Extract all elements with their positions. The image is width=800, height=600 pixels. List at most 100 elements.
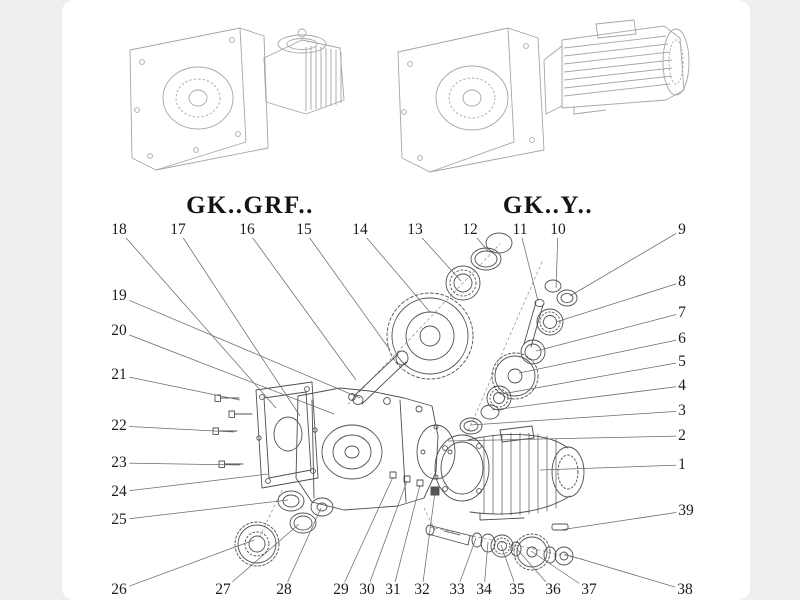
- input-adapter-outline: [263, 39, 345, 115]
- leader-line-39: [559, 510, 687, 531]
- motor-foot: [573, 106, 607, 115]
- variant-label-gk-y: GK..Y..: [502, 192, 594, 219]
- callout-4: 4: [676, 376, 688, 395]
- leader-line-1: [539, 464, 683, 471]
- callout-8: 8: [676, 272, 688, 291]
- callout-18: 18: [109, 220, 129, 239]
- callout-1: 1: [676, 455, 688, 474]
- motor-fins: [563, 35, 673, 97]
- leader-line-18: [118, 229, 277, 409]
- callout-16: 16: [237, 220, 257, 239]
- motor-mount-fasteners: [389, 471, 440, 496]
- leader-line-26: [118, 539, 255, 591]
- input-flange-plate: [255, 381, 319, 489]
- callout-2: 2: [676, 426, 688, 445]
- leader-line-14: [359, 229, 431, 313]
- bevel-pinion-set: [459, 279, 578, 435]
- leader-line-5: [501, 361, 683, 395]
- output-bore-inner: [175, 78, 221, 118]
- callout-35: 35: [507, 580, 527, 599]
- callout-19: 19: [109, 286, 129, 305]
- motor-fins: [483, 432, 557, 516]
- leader-line-30: [366, 480, 408, 591]
- fan-cover: [662, 28, 690, 96]
- leader-line-23: [118, 462, 241, 466]
- callout-27: 27: [213, 580, 233, 599]
- callout-34: 34: [474, 580, 494, 599]
- illustration-gk-grf: [129, 27, 345, 171]
- gearbox-body-edge: [155, 27, 247, 171]
- leader-line-33: [456, 537, 477, 591]
- leader-line-2: [447, 435, 683, 442]
- leader-line-22: [118, 425, 235, 433]
- callout-21: 21: [109, 365, 129, 384]
- callout-5: 5: [676, 352, 688, 371]
- callout-32: 32: [412, 580, 432, 599]
- output-bore: [435, 65, 509, 131]
- leader-line-8: [555, 281, 683, 323]
- housing-bolt-holes: [134, 37, 241, 159]
- callout-38: 38: [675, 580, 695, 599]
- callout-17: 17: [168, 220, 188, 239]
- leader-line-16: [246, 229, 357, 381]
- leader-line-29: [340, 476, 394, 591]
- callout-25: 25: [109, 510, 129, 529]
- motor-adapter: [543, 45, 563, 115]
- leader-line-25: [118, 499, 289, 521]
- callout-12: 12: [460, 220, 480, 239]
- callout-28: 28: [274, 580, 294, 599]
- callout-33: 33: [447, 580, 467, 599]
- callout-36: 36: [543, 580, 563, 599]
- leader-line-9: [569, 229, 683, 297]
- fan-cover: [551, 446, 585, 498]
- callout-11: 11: [510, 220, 530, 239]
- output-shaft-assembly: [425, 523, 574, 571]
- callout-37: 37: [579, 580, 599, 599]
- fan-cover-grille: [557, 454, 579, 490]
- terminal-box: [499, 425, 535, 443]
- terminal-box: [595, 19, 637, 39]
- gearbox-body-outline: [397, 27, 545, 173]
- fan-cover-grille: [668, 39, 684, 85]
- output-bearing-left: [234, 521, 280, 567]
- motor: [434, 425, 585, 521]
- callout-14: 14: [350, 220, 370, 239]
- leader-line-31: [392, 484, 421, 591]
- leader-line-24: [118, 473, 269, 493]
- leader-line-10: [555, 229, 559, 289]
- leader-line-17: [177, 229, 301, 417]
- leader-line-20: [118, 330, 335, 415]
- callout-39: 39: [676, 501, 696, 520]
- leader-line-13: [414, 229, 462, 282]
- input-shaft-stub: [297, 28, 307, 38]
- callout-26: 26: [109, 580, 129, 599]
- callout-24: 24: [109, 482, 129, 501]
- motor-foot: [479, 512, 525, 521]
- cooling-fins: [305, 46, 342, 111]
- output-shaft-end: [462, 89, 482, 107]
- callout-15: 15: [294, 220, 314, 239]
- input-flange-inner: [286, 38, 318, 50]
- leader-lines: [118, 229, 687, 591]
- callout-23: 23: [109, 453, 129, 472]
- leader-line-32: [421, 491, 436, 591]
- callout-22: 22: [109, 416, 129, 435]
- callout-30: 30: [357, 580, 377, 599]
- input-flange: [277, 34, 327, 54]
- gearbox-body-edge: [429, 27, 515, 173]
- gearbox-body-outline: [129, 27, 269, 171]
- assembly-axis-lines: [259, 243, 587, 561]
- leader-line-21: [118, 374, 241, 401]
- callout-20: 20: [109, 321, 129, 340]
- callout-7: 7: [676, 303, 688, 322]
- callout-13: 13: [405, 220, 425, 239]
- leader-line-19: [118, 295, 361, 399]
- illustration-gk-y: [397, 19, 690, 173]
- output-bore-inner: [448, 77, 496, 119]
- input-shaft-and-gear: [352, 292, 474, 405]
- leader-line-6: [518, 338, 683, 374]
- variant-label-gk-grf: GK..GRF..: [186, 192, 314, 219]
- leader-line-27: [222, 523, 300, 591]
